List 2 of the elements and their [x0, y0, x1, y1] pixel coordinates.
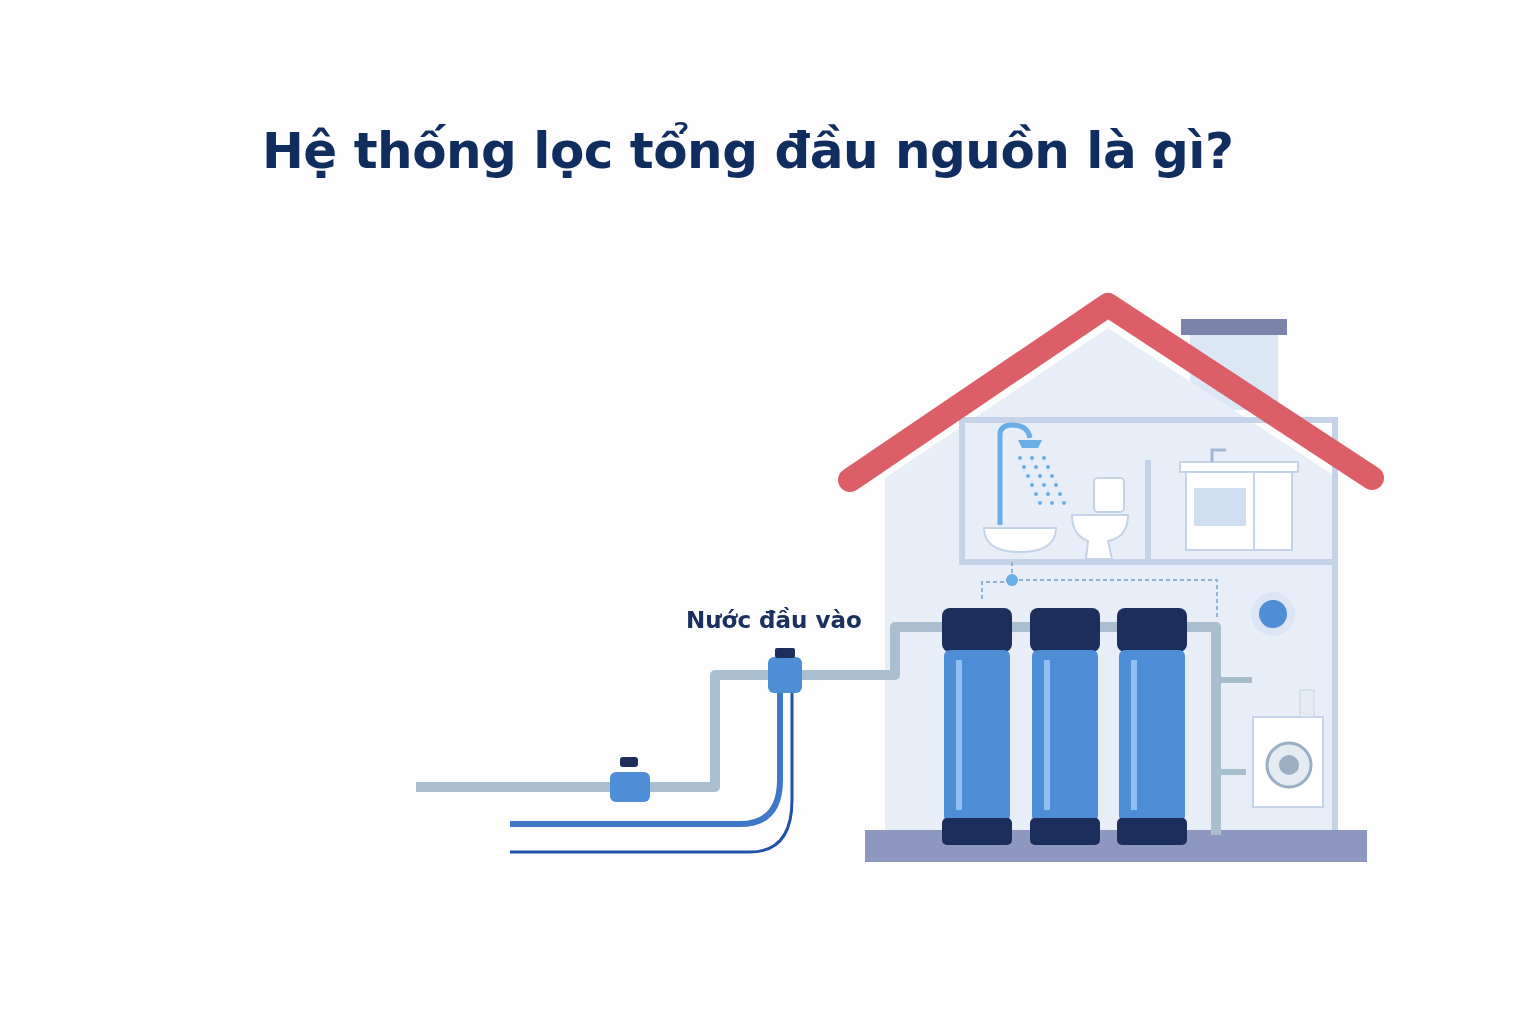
title: Hệ thống lọc tổng đầu nguồn là gì?	[262, 122, 1234, 180]
inlet-water-label: Nước đầu vào	[686, 607, 862, 633]
